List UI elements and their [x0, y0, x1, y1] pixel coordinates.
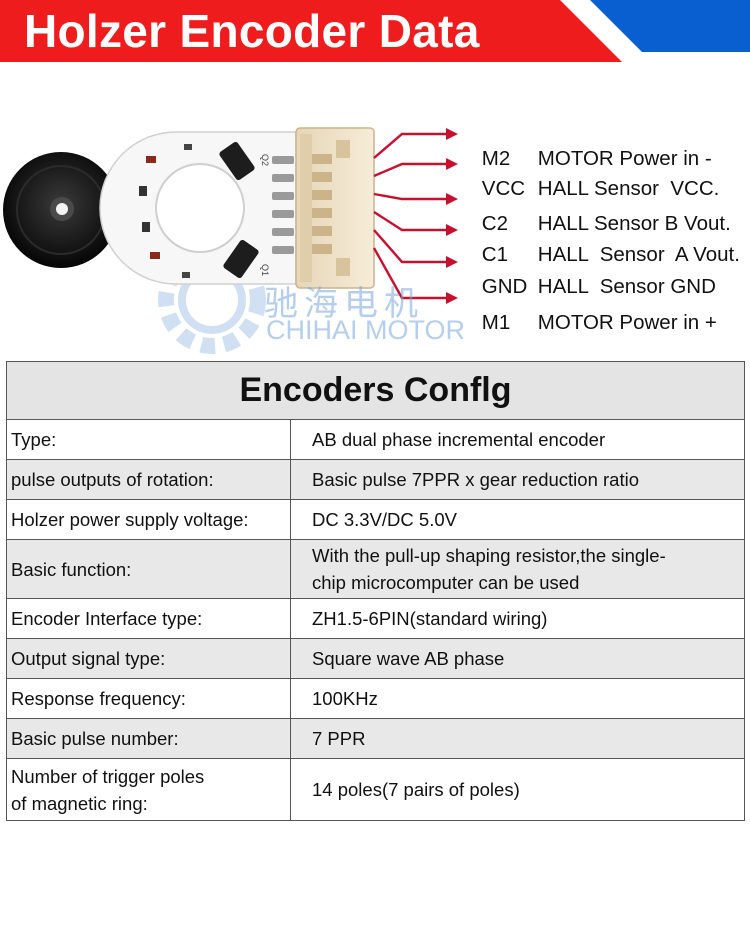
encoder-illustration: Q2 Q1 — [3, 127, 458, 354]
table-row-basic-pulse-number: Basic pulse number: 7 PPR — [6, 718, 745, 759]
banner-red-band — [0, 0, 630, 62]
row-label: Output signal type: — [6, 638, 291, 679]
arrow-m1 — [372, 247, 448, 300]
row-value-line: chip microcomputer can be used — [312, 572, 580, 593]
row-label: Holzer power supply voltage: — [6, 499, 291, 540]
encoders-config-table: Encoders Conflg Type: AB dual phase incr… — [6, 361, 745, 821]
row-value: 14 poles(7 pairs of poles) — [290, 758, 745, 821]
page-title: Holzer Encoder Data — [24, 5, 480, 57]
arrow-heads — [446, 128, 458, 304]
row-value: Square wave AB phase — [290, 638, 745, 679]
watermark-chinese: 驰海电机 — [264, 285, 424, 323]
pin-arrows — [372, 132, 448, 300]
row-label: pulse outputs of rotation: — [6, 459, 291, 500]
pin-name: C1 — [481, 243, 509, 266]
pin-label-m2: M2 MOTOR Power in - — [459, 123, 712, 195]
pin-label-gnd: GND HALL Sensor GND — [459, 251, 716, 323]
banner-white-stripe — [560, 0, 652, 62]
row-value: Basic pulse 7PPR x gear reduction ratio — [290, 459, 745, 500]
pin-desc: HALL Sensor B Vout. — [537, 212, 731, 235]
pin-desc: HALL Sensor VCC. — [537, 177, 720, 200]
pin-label-c1: C1 HALL Sensor A Vout. — [459, 219, 740, 291]
row-label: Encoder Interface type: — [6, 598, 291, 639]
pin-name: C2 — [481, 212, 509, 235]
row-label-line: Number of trigger poles — [11, 765, 205, 787]
pin-name: M2 — [481, 147, 511, 170]
arrow-vcc — [373, 162, 448, 178]
row-label: Number of trigger poles of magnetic ring… — [6, 758, 291, 821]
table-row-pulse-outputs: pulse outputs of rotation: Basic pulse 7… — [6, 459, 745, 500]
pin-label-vcc: VCC HALL Sensor VCC. — [459, 153, 720, 225]
pin-desc: MOTOR Power in - — [537, 147, 712, 170]
row-value: DC 3.3V/DC 5.0V — [290, 499, 745, 540]
row-label-line: of magnetic ring: — [11, 792, 148, 814]
row-value: With the pull-up shaping resistor,the si… — [290, 539, 745, 599]
row-value: 7 PPR — [290, 718, 745, 759]
table-row-trigger-poles: Number of trigger poles of magnetic ring… — [6, 758, 745, 821]
arrow-c2 — [373, 192, 448, 201]
pin-desc: HALL Sensor GND — [537, 275, 716, 298]
table-row-type: Type: AB dual phase incremental encoder — [6, 419, 745, 460]
row-label: Response frequency: — [6, 678, 291, 719]
pin-name: M1 — [481, 311, 511, 334]
table-row-interface-type: Encoder Interface type: ZH1.5-6PIN(stand… — [6, 598, 745, 639]
table-row-response-frequency: Response frequency: 100KHz — [6, 678, 745, 719]
watermark-english: CHIHAI MOTOR — [266, 315, 466, 345]
row-label: Basic pulse number: — [6, 718, 291, 759]
pin-label-c2: C2 HALL Sensor B Vout. — [459, 188, 731, 260]
pin-label-m1: M1 MOTOR Power in + — [459, 287, 717, 359]
row-value: 100KHz — [290, 678, 745, 719]
table-row-basic-function: Basic function: With the pull-up shaping… — [6, 539, 745, 599]
svg-text:Q1: Q1 — [260, 264, 270, 276]
pin-desc: MOTOR Power in + — [537, 311, 717, 334]
banner-background — [0, 0, 750, 62]
svg-text:Q2: Q2 — [260, 154, 270, 166]
arrow-gnd — [373, 229, 448, 264]
zh-connector — [295, 127, 375, 289]
header-banner: Holzer Encoder Data — [0, 0, 750, 62]
pin-name: GND — [481, 275, 528, 298]
arrow-m2 — [373, 132, 448, 159]
row-label: Basic function: — [6, 539, 291, 599]
row-value-line: With the pull-up shaping resistor,the si… — [312, 545, 666, 566]
arrow-c1 — [373, 210, 448, 232]
encoder-pcb: Q2 Q1 — [99, 131, 297, 285]
table-row-output-signal: Output signal type: Square wave AB phase — [6, 638, 745, 679]
table-title: Encoders Conflg — [6, 361, 745, 420]
row-value: ZH1.5-6PIN(standard wiring) — [290, 598, 745, 639]
table-row-power-supply: Holzer power supply voltage: DC 3.3V/DC … — [6, 499, 745, 540]
pin-name: VCC — [481, 177, 526, 200]
product-figure: Q2 Q1 — [0, 62, 750, 360]
row-label: Type: — [6, 419, 291, 460]
row-value: AB dual phase incremental encoder — [290, 419, 745, 460]
pin-desc: HALL Sensor A Vout. — [537, 243, 740, 266]
magnetic-ring — [3, 152, 119, 268]
